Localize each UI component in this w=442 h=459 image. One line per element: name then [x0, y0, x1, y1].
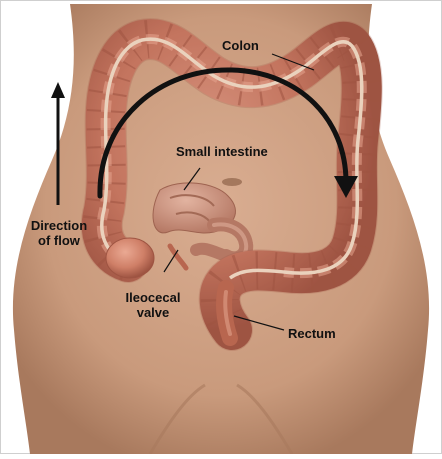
- label-ileocecal-valve: Ileocecal valve: [116, 290, 190, 320]
- label-direction-line-1: Direction: [22, 218, 96, 233]
- label-ileocecal-line-1: Ileocecal: [116, 290, 190, 305]
- label-direction-line-2: of flow: [22, 233, 96, 248]
- label-rectum: Rectum: [288, 326, 336, 341]
- label-small-intestine: Small intestine: [176, 144, 268, 159]
- label-colon: Colon: [222, 38, 259, 53]
- navel: [222, 178, 242, 186]
- cecum: [106, 238, 154, 278]
- label-ileocecal-line-2: valve: [116, 305, 190, 320]
- label-direction-of-flow: Direction of flow: [22, 218, 96, 248]
